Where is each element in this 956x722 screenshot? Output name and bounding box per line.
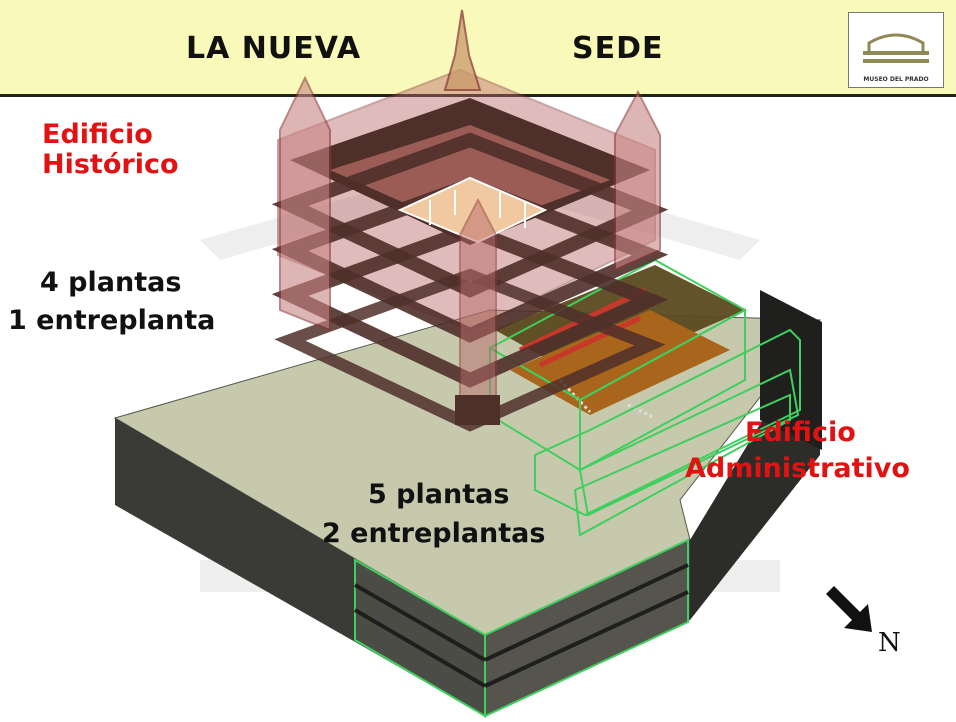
historic-building [271,9,669,432]
header-banner [0,0,956,94]
logo-building-icon [863,33,929,63]
historic-label-line1: Edificio [42,119,153,150]
logo-text: MUSEO DEL PRADO [863,76,929,83]
historic-mezzanine-label: 1 entreplanta [8,305,216,336]
historic-building-label: Edificio Histórico [42,119,179,181]
admin-building-label-line1: Edificio [745,417,856,448]
north-arrow-icon [822,586,872,632]
museum-logo: MUSEO DEL PRADO [848,12,944,88]
title-la-nueva: LA NUEVA [186,31,362,66]
admin-mezzanines-label: 2 entreplantas [322,518,546,549]
historic-label-line2: Histórico [42,149,179,181]
admin-floors-label: 5 plantas [368,479,510,510]
historic-floors-label: 4 plantas [40,267,182,298]
title-sede: SEDE [572,31,664,66]
admin-building-label-line2: Administrativo [685,453,910,484]
header-divider [0,94,956,97]
north-label: N [878,628,901,658]
